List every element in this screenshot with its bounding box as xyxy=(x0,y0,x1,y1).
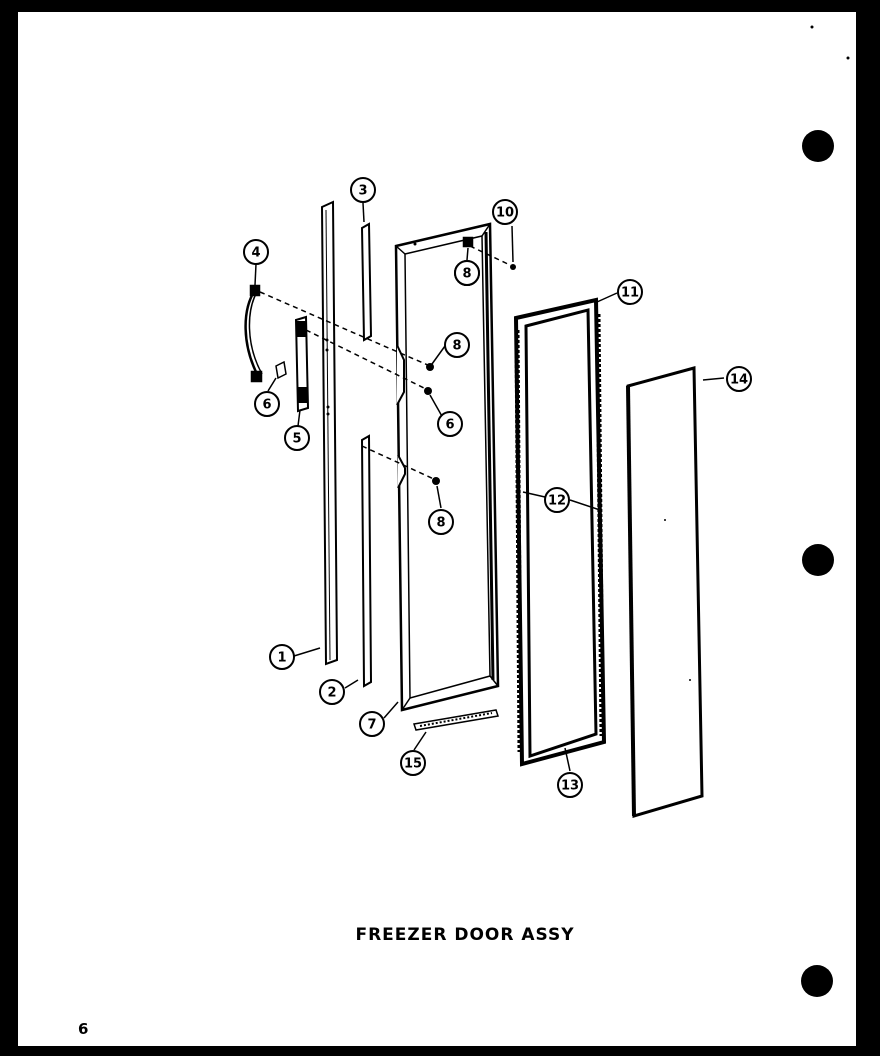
callout-label: 8 xyxy=(436,516,445,531)
page-number: 6 xyxy=(78,1020,89,1038)
callout-label: 13 xyxy=(561,779,579,794)
callout-1: 1 xyxy=(269,644,295,670)
callout-15: 15 xyxy=(400,750,426,776)
callout-11: 11 xyxy=(617,279,643,305)
part-1-trim-strip xyxy=(320,200,339,666)
callout-label: 12 xyxy=(548,494,566,509)
callout-2: 2 xyxy=(319,679,345,705)
leader-lines xyxy=(254,202,725,772)
callout-label: 8 xyxy=(462,267,471,282)
callout-label: 1 xyxy=(277,651,286,666)
callout-group: 123456678888101112131415 xyxy=(243,177,752,798)
callout-label: 5 xyxy=(292,432,301,447)
callout-label: 8 xyxy=(452,339,461,354)
part-5-hinge-bracket xyxy=(294,315,310,413)
part-2-lower-strip xyxy=(360,434,373,688)
callout-10: 10 xyxy=(492,199,518,225)
callout-7: 7 xyxy=(359,711,385,737)
callout-label: 4 xyxy=(251,246,260,261)
callout-8: 8 xyxy=(454,260,480,286)
callout-4: 4 xyxy=(243,239,269,265)
callout-label: 7 xyxy=(367,718,376,733)
callout-label: 14 xyxy=(730,373,748,388)
callout-8: 8 xyxy=(428,509,454,535)
screws xyxy=(424,264,516,485)
callout-label: 6 xyxy=(445,418,454,433)
part-14-door-panel xyxy=(626,366,704,818)
callout-13: 13 xyxy=(557,772,583,798)
callout-label: 15 xyxy=(404,757,422,772)
part-11-12-13-gasket-frame xyxy=(513,297,607,767)
part-6-clip xyxy=(275,360,287,380)
part-3-upper-strip xyxy=(360,222,373,342)
binder-hole-bottom xyxy=(801,965,833,997)
callout-3: 3 xyxy=(350,177,376,203)
part-4-handle xyxy=(244,284,263,383)
callout-label: 2 xyxy=(327,686,336,701)
callout-12: 12 xyxy=(544,487,570,513)
callout-label: 10 xyxy=(496,206,514,221)
binder-hole-top xyxy=(802,130,834,162)
callout-14: 14 xyxy=(726,366,752,392)
diagram-caption: FREEZER DOOR ASSY xyxy=(355,925,575,945)
callout-5: 5 xyxy=(284,425,310,451)
callout-6: 6 xyxy=(437,411,463,437)
callout-label: 11 xyxy=(621,286,639,301)
callout-label: 6 xyxy=(262,398,271,413)
callout-8: 8 xyxy=(444,332,470,358)
callout-label: 3 xyxy=(358,184,367,199)
assembly-guide-lines xyxy=(259,245,513,481)
part-7-door-liner-frame xyxy=(394,222,500,712)
binder-hole-middle xyxy=(802,544,834,576)
callout-6: 6 xyxy=(254,391,280,417)
part-15-vent-strip xyxy=(413,709,499,731)
